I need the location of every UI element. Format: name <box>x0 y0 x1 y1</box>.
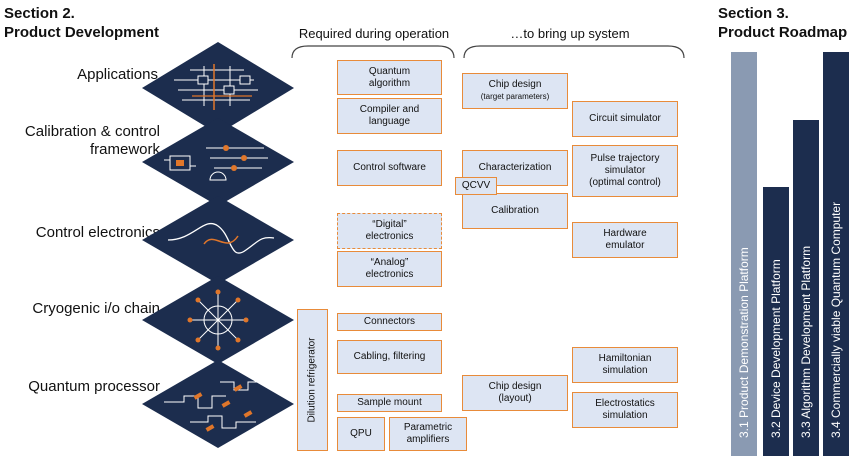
cryogenic-tile <box>142 276 294 364</box>
box-chip-design-layout-line2: (layout) <box>498 393 532 404</box>
box-cabling-label: Cabling, filtering <box>353 351 426 362</box>
box-analog-line2: electronics <box>365 269 414 280</box>
box-analog-line1: “Analog” <box>370 257 409 268</box>
box-digital-electronics: “Digital”electronics <box>337 213 442 249</box>
box-qcvv-label: QCVV <box>461 180 491 191</box>
layer-label-calibration: Calibration & control framework <box>0 123 160 159</box>
roadmap-bar-3-2-label: 3.2 Device Development Platform <box>769 259 783 438</box>
section2-number: Section 2. <box>4 5 75 22</box>
control-electronics-tile <box>142 196 294 284</box>
column-header-bringup: …to bring up system <box>510 26 630 41</box>
box-connectors: Connectors <box>337 313 442 331</box>
applications-tile <box>142 42 294 134</box>
section3-heading: Product Roadmap <box>718 24 848 41</box>
layer-label-calibration-line2: framework <box>89 141 160 158</box>
box-sample-mount-label: Sample mount <box>357 397 422 408</box>
layer-label-applications: Applications <box>77 66 158 83</box>
box-chip-design-layout-line1: Chip design <box>488 381 542 392</box>
box-characterization: Characterization <box>462 150 568 186</box>
box-control-software-label: Control software <box>353 162 426 173</box>
box-sample-mount: Sample mount <box>337 394 442 412</box>
box-hamiltonian-line2: simulation <box>602 365 648 376</box>
box-pulse-trajectory-line3: (optimal control) <box>589 177 661 188</box>
roadmap-bar-3-4-label: 3.4 Commercially viable Quantum Computer <box>829 201 843 438</box>
box-chip-design-target-line1: Chip design <box>488 79 542 90</box>
box-analog-electronics: “Analog”electronics <box>337 251 442 287</box>
box-quantum-algorithm-line2: algorithm <box>368 77 411 89</box>
box-cabling: Cabling, filtering <box>337 340 442 374</box>
calibration-tile <box>142 118 294 206</box>
box-parametric-line2: amplifiers <box>406 434 450 445</box>
box-calibration: Calibration <box>462 193 568 229</box>
layer-label-quantum-processor: Quantum processor <box>28 378 160 395</box>
box-compiler-line1: Compiler and <box>359 104 420 115</box>
box-digital-line1: “Digital” <box>372 219 407 230</box>
layer-stack-illustration <box>142 42 294 448</box>
box-dilution-refrigerator: Dilution refrigerator <box>297 309 328 451</box>
layer-label-cryogenic: Cryogenic i/o chain <box>32 300 160 317</box>
layer-label-control-electronics: Control electronics <box>35 224 160 241</box>
roadmap-bar-3-1-label: 3.1 Product Demonstration Platform <box>737 247 751 438</box>
box-digital-line2: electronics <box>365 231 414 242</box>
column-header-operation: Required during operation <box>298 26 450 41</box>
box-characterization-label: Characterization <box>478 162 552 173</box>
box-chip-design-target-line2: (target parameters) <box>480 92 550 101</box>
section2-heading: Product Development <box>4 24 160 41</box>
box-connectors-label: Connectors <box>363 316 416 327</box>
box-hardware-emulator-line2: emulator <box>605 240 645 251</box>
roadmap-bar-3-4: 3.4 Commercially viable Quantum Computer <box>823 52 849 456</box>
box-qpu-label: QPU <box>350 428 372 439</box>
box-qcvv: QCVV <box>455 177 497 195</box>
roadmap-bar-3-3: 3.3 Algorithm Development Platform <box>793 120 819 456</box>
box-circuit-simulator-label: Circuit simulator <box>589 113 661 124</box>
section3-title: Section 3. Product Roadmap <box>718 4 847 42</box>
box-calibration-label: Calibration <box>491 205 539 216</box>
box-chip-design-layout: Chip design(layout) <box>462 375 568 411</box>
roadmap-bar-3-3-label: 3.3 Algorithm Development Platform <box>799 245 813 438</box>
box-quantum-algorithm-line1: Quantum <box>368 65 411 77</box>
layer-label-calibration-line1: Calibration & control <box>24 123 160 140</box>
section2-title: Section 2. Product Development <box>4 4 159 42</box>
box-control-software: Control software <box>337 150 442 186</box>
box-compiler-line2: language <box>368 116 411 127</box>
box-pulse-trajectory-line1: Pulse trajectory <box>590 153 660 164</box>
section3-number: Section 3. <box>718 5 789 22</box>
box-chip-design-target: Chip design (target parameters) <box>462 73 568 109</box>
box-circuit-simulator: Circuit simulator <box>572 101 678 137</box>
box-dilution-label: Dilution refrigerator <box>306 337 318 423</box>
box-parametric-line1: Parametric <box>403 422 453 433</box>
box-hamiltonian-line1: Hamiltonian <box>598 353 652 364</box>
quantum-processor-tile <box>142 360 294 448</box>
box-pulse-trajectory-line2: simulator <box>604 165 646 176</box>
column-header-braces <box>291 45 685 59</box>
box-electrostatics-line2: simulation <box>602 410 648 421</box>
roadmap-bar-3-2: 3.2 Device Development Platform <box>763 187 789 456</box>
roadmap-bar-3-1: 3.1 Product Demonstration Platform <box>731 52 757 456</box>
box-hardware-emulator-line1: Hardware <box>603 228 647 239</box>
box-qpu: QPU <box>337 417 385 451</box>
box-electrostatics-line1: Electrostatics <box>595 398 655 409</box>
